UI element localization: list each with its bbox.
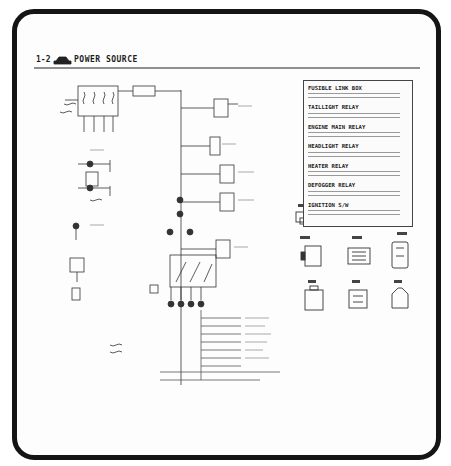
schematic-part (181, 249, 216, 250)
schematic-part (167, 229, 173, 235)
schematic-part (113, 116, 114, 132)
schematic-part (160, 372, 280, 380)
schematic-part (220, 165, 234, 183)
schematic-part (70, 258, 84, 272)
schematic-part (349, 290, 367, 308)
schematic-part (181, 108, 214, 109)
schematic-part (392, 242, 408, 268)
fine-print (308, 92, 400, 101)
schematic-part (191, 287, 192, 300)
schematic-part (188, 301, 194, 307)
fine-print (308, 170, 400, 179)
schematic-part (187, 229, 193, 235)
schematic-part (86, 172, 98, 186)
schematic-part (301, 252, 305, 260)
fine-print (308, 151, 400, 160)
schematic-part (170, 255, 216, 287)
relay-heading: HEADLIGHT RELAY (308, 143, 408, 149)
schematic-part (181, 146, 210, 147)
relay-heading: FUSIBLE LINK BOX (308, 85, 408, 91)
schematic-part (78, 188, 110, 189)
schematic-part (77, 272, 78, 282)
schematic-part (177, 211, 183, 217)
schematic-part (168, 301, 174, 307)
schematic-part (94, 116, 95, 132)
schematic-part (216, 240, 230, 258)
schematic-part (201, 310, 241, 380)
fine-print (308, 112, 400, 121)
schematic-part (72, 288, 80, 300)
schematic-part (220, 193, 234, 211)
schematic-part (181, 90, 182, 385)
relay-heading: DEFOGGER RELAY (308, 182, 408, 188)
page-title: POWER SOURCE (74, 55, 138, 64)
schematic-part (73, 223, 79, 229)
schematic-part (228, 104, 238, 105)
schematic-part (90, 106, 254, 247)
schematic-part (305, 290, 323, 310)
schematic-part (210, 137, 220, 155)
schematic-part (110, 160, 111, 196)
fine-print (308, 190, 400, 199)
relay-heading: ENGINE MAIN RELAY (308, 124, 408, 130)
schematic-part (171, 287, 172, 300)
schematic-part (310, 286, 318, 290)
schematic-part (150, 285, 158, 293)
schematic-part (396, 248, 404, 256)
schematic-part (104, 116, 105, 132)
schematic-part (305, 246, 321, 266)
relay-heading: HEATER RELAY (308, 163, 408, 169)
schematic-part (83, 92, 114, 104)
schematic-part (352, 236, 362, 239)
schematic-part (245, 318, 271, 358)
schematic-part (133, 86, 155, 96)
schematic-part (118, 91, 133, 92)
schematic-part (397, 232, 407, 235)
page-number: 1-2 (36, 55, 50, 64)
schematic-part (110, 344, 122, 353)
schematic-part (181, 174, 220, 175)
schematic-part (348, 248, 370, 264)
schematic-part (181, 202, 220, 203)
schematic-part (178, 301, 184, 307)
schematic-part (392, 288, 408, 308)
relay-heading: TAILLIGHT RELAY (308, 104, 408, 110)
schematic-part (214, 99, 228, 117)
schematic-part (201, 287, 202, 300)
schematic-part (353, 296, 363, 302)
schematic-part (78, 86, 118, 116)
schematic-part (60, 103, 76, 113)
schematic-part (54, 57, 71, 64)
schematic-part (394, 280, 402, 283)
schematic-part (177, 197, 183, 203)
relay-heading: IGNITION S/W (308, 202, 408, 208)
schematic-part (90, 199, 102, 201)
schematic-part (65, 100, 78, 101)
schematic-part (34, 68, 420, 69)
schematic-part (298, 204, 407, 283)
schematic-part (181, 287, 182, 300)
schematic-part (84, 116, 85, 132)
schematic-part (176, 262, 212, 282)
legend-panel: FUSIBLE LINK BOX TAILLIGHT RELAY ENGINE MA… (303, 80, 413, 227)
schematic-part (155, 91, 181, 92)
fine-print (308, 209, 400, 218)
schematic-part (78, 164, 110, 165)
schematic-part (300, 236, 310, 239)
schematic-part (352, 252, 366, 260)
schematic-part (308, 280, 316, 283)
fine-print (308, 131, 400, 140)
schematic-part (90, 106, 271, 358)
schematic-part (76, 229, 77, 240)
schematic-part (352, 280, 360, 283)
schematic-part (198, 301, 204, 307)
